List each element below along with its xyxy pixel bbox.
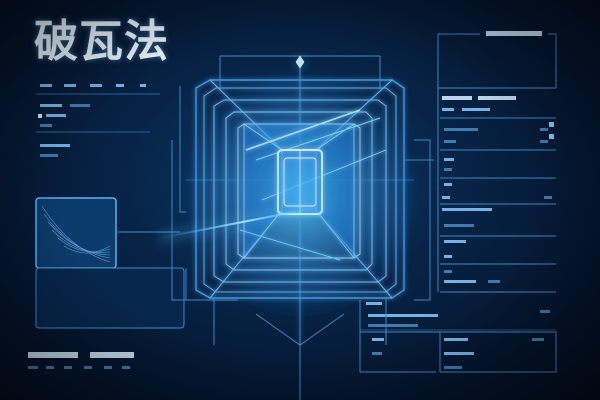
- info-line-1: [40, 104, 62, 107]
- info-line-1b: [70, 104, 90, 107]
- right-row-3b: [540, 128, 548, 131]
- center-panel-row-2b: [540, 310, 550, 313]
- info-line-2: [46, 114, 66, 117]
- center-panel-row-3b: [444, 338, 468, 341]
- bottom-label-glyph-2: [90, 352, 134, 358]
- subtitle-glyph-5: [140, 84, 146, 87]
- right-row-4b: [540, 140, 548, 143]
- center-panel-row-4b: [444, 352, 474, 355]
- top-marker-icon: [295, 55, 305, 69]
- subtitle-glyph-1: [40, 84, 52, 87]
- info-line-4: [40, 144, 70, 147]
- right-row-10: [444, 224, 474, 227]
- center-panel-row-3: [372, 338, 384, 341]
- bottom-sub-5: [104, 366, 112, 369]
- subtitle-glyph-2: [64, 84, 76, 87]
- bottom-panel-frame: [359, 300, 557, 373]
- left-divider-lines: [36, 93, 160, 133]
- info-bullet-1: [38, 114, 42, 118]
- right-row-2b: [462, 108, 490, 111]
- bottom-sub-1: [28, 366, 38, 369]
- center-panel-row-5: [444, 366, 462, 369]
- subtitle-glyph-3: [90, 84, 102, 87]
- right-row-9: [442, 208, 492, 211]
- info-line-3: [40, 124, 52, 127]
- right-row-4: [444, 140, 456, 143]
- center-panel-row-4: [372, 352, 382, 355]
- right-row-13: [444, 270, 452, 273]
- right-row-3: [444, 128, 478, 131]
- bottom-sub-2: [46, 366, 54, 369]
- info-line-5: [40, 154, 58, 157]
- right-row-14b: [488, 280, 500, 283]
- right-panel-frame: [437, 33, 557, 293]
- right-row-8b: [544, 196, 552, 199]
- right-row-8: [442, 196, 450, 199]
- right-row-14: [444, 280, 476, 283]
- bottom-label-glyph-1: [28, 352, 78, 358]
- right-row-6: [444, 168, 452, 171]
- center-panel-row-2: [368, 324, 418, 327]
- bottom-sub-3: [64, 366, 72, 369]
- left-card: [35, 197, 185, 329]
- right-row-1b: [478, 96, 516, 100]
- laser-beam: [159, 156, 331, 241]
- right-row-11: [444, 240, 466, 243]
- bottom-sub-4: [84, 366, 92, 369]
- center-panel-row-3c: [532, 338, 544, 341]
- right-row-7: [444, 183, 452, 186]
- page-title: 破瓦法: [34, 16, 169, 67]
- right-row-2a: [442, 108, 454, 111]
- right-row-1a: [442, 96, 472, 100]
- bottom-sub-6: [122, 366, 130, 369]
- subtitle-glyph-4: [116, 84, 124, 87]
- right-row-5: [444, 158, 454, 161]
- right-row-12: [444, 255, 452, 258]
- right-panel-header-glyph: [486, 31, 542, 36]
